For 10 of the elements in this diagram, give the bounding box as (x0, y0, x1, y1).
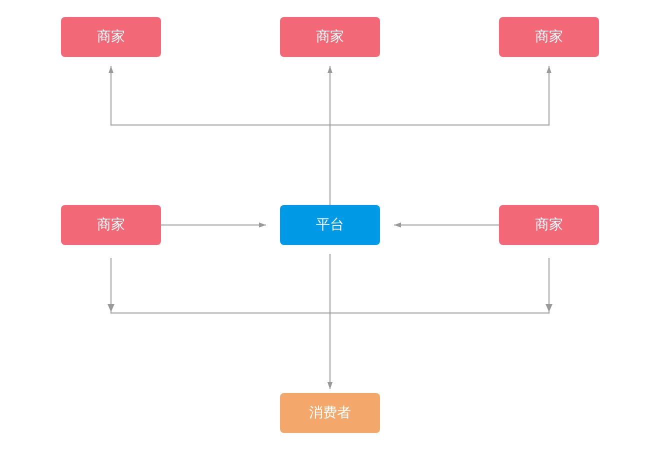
consumer-box: 消费者 (280, 393, 380, 433)
merchant-box: 商家 (499, 205, 599, 245)
merchant-box: 商家 (61, 205, 161, 245)
arrow (328, 254, 332, 390)
platform-box: 平台 (280, 205, 380, 245)
arrow (394, 222, 500, 228)
merchant-box: 商家 (61, 17, 161, 57)
arrow (160, 222, 266, 228)
merchant-box: 商家 (499, 17, 599, 57)
merchant-box: 商家 (280, 17, 380, 57)
